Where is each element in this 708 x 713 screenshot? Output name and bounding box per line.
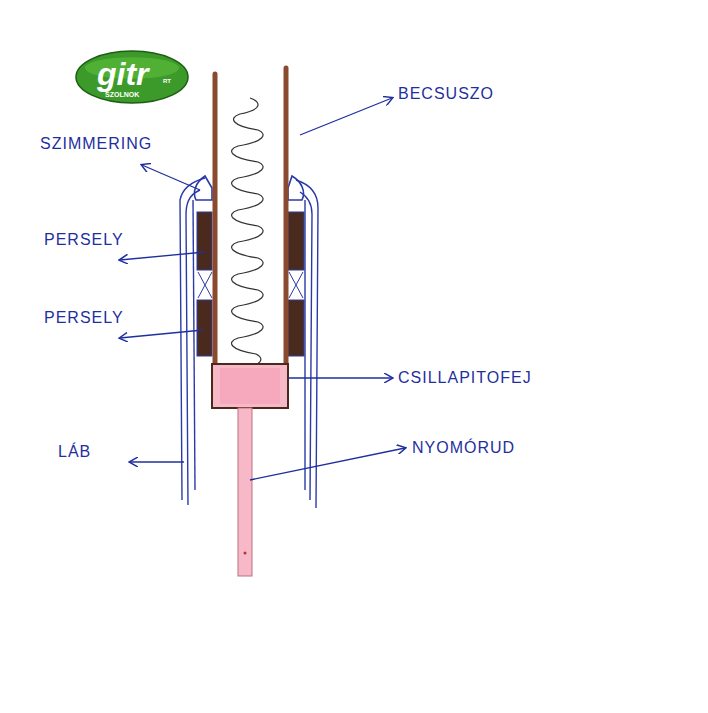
part-label: BECSUSZO [398,84,494,104]
leader-lines [120,98,405,480]
logo-subtext: SZOLNOK [105,91,139,98]
logo-text: gitr [97,58,149,90]
logo-subtext: RT [163,78,171,84]
sliding-tube [215,68,286,366]
damper-head [212,364,288,408]
part-label: NYOMÓRUD [412,438,515,458]
part-label: PERSELY [44,308,124,328]
part-label: CSILLAPITOFEJ [398,368,532,388]
push-rod [238,408,252,576]
part-label: SZIMMERING [40,134,152,154]
rod-dot [244,552,247,555]
spring [232,98,264,366]
logo-badge: gitrSZOLNOK RT [75,50,189,104]
damper-head-shade [220,368,280,404]
part-label: PERSELY [44,230,124,250]
part-label: LÁB [58,442,91,462]
